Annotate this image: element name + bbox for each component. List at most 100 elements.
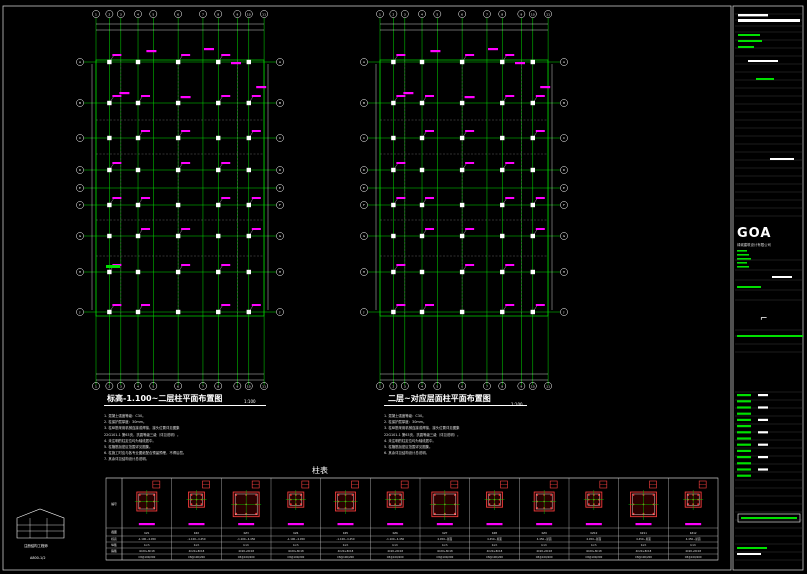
column-rebar-4-0-0 bbox=[337, 494, 340, 496]
left-grid-letter-left-8: H bbox=[79, 270, 81, 274]
left-leader-20 bbox=[109, 198, 114, 206]
column-rebar-8-2-2 bbox=[550, 507, 553, 509]
left-column-tag-6 bbox=[141, 95, 151, 97]
tb-green-field-6 bbox=[737, 254, 749, 256]
right-grid-letter-left-2: B bbox=[363, 101, 365, 105]
right-grid-letter-left-3: C bbox=[363, 136, 365, 140]
right-grid-num-bottom-9: 9 bbox=[520, 384, 522, 388]
left-grid-letter-right-9: J bbox=[279, 310, 281, 314]
right-column-4 bbox=[530, 59, 535, 65]
left-leader-33 bbox=[218, 265, 223, 273]
left-column-tag-17 bbox=[181, 162, 191, 164]
right-note-3: 3. 柱纵筋采用机械连接或焊接，接头位置详见图集 bbox=[384, 426, 460, 431]
left-column-tag-39 bbox=[251, 304, 261, 306]
right-grid-bubble-left-2 bbox=[360, 99, 368, 107]
right-column-tag-36 bbox=[425, 304, 435, 306]
left-grid-letter-right-8: H bbox=[279, 270, 281, 274]
left-grid-bubble-right-6 bbox=[276, 201, 284, 209]
column-table-elev-0: -1.100~4.450 bbox=[138, 537, 156, 541]
right-note-7: 6. 其余详见结构设计总说明。 bbox=[384, 451, 429, 456]
left-leader-38 bbox=[218, 305, 223, 313]
tb-white-row-field-10 bbox=[758, 456, 768, 459]
column-table-stirrup-11: C8@100/200 bbox=[685, 555, 702, 559]
column-table-size-4: b×h bbox=[343, 543, 349, 547]
left-grid-bubble-top-9 bbox=[233, 10, 242, 18]
column-table-elev-3: -1.100~4.450 bbox=[287, 537, 305, 541]
column-rebar-8-0-0 bbox=[536, 494, 539, 496]
column-rebar-11-2-2 bbox=[697, 503, 700, 506]
column-rebar-9-2-2 bbox=[597, 503, 600, 506]
left-grid-num-bottom-10: 10 bbox=[247, 384, 251, 388]
left-column-tag-9 bbox=[251, 95, 261, 97]
column-rebar-1-0-2 bbox=[190, 503, 193, 506]
left-grid-bubble-top-3 bbox=[116, 10, 125, 18]
left-column-27 bbox=[175, 233, 181, 239]
column-table-frame bbox=[105, 477, 719, 561]
column-table-bars-11: 4C20+8C18 bbox=[685, 549, 701, 553]
right-grid-bubble-right-5 bbox=[560, 184, 568, 192]
right-grid-num-top-7: 7 bbox=[486, 12, 488, 16]
right-grid-num-top-8: 8 bbox=[501, 12, 503, 16]
right-note-5: 4. 未注明的柱定位均为轴线居中。 bbox=[384, 438, 436, 443]
left-grid-letter-left-9: J bbox=[79, 310, 81, 314]
column-rebar-0-2-2 bbox=[152, 507, 155, 509]
column-table-elev-6: 4.450~屋面 bbox=[437, 537, 452, 541]
left-grid-num-bottom-11: 11 bbox=[262, 384, 266, 388]
right-grid-bubble-left-9 bbox=[360, 308, 368, 316]
right-grid-bubble-top-11 bbox=[544, 10, 552, 18]
left-grid-num-bottom-1: 1 bbox=[95, 384, 97, 388]
column-table-stirrup-9: C8@100/200 bbox=[585, 555, 602, 559]
right-column-tag-23 bbox=[505, 197, 515, 199]
left-column-3 bbox=[216, 59, 221, 65]
left-note-4: 22G101-1 第63页，抗震等级三级（详见说明）。 bbox=[104, 432, 181, 437]
right-grid-bubble-right-1 bbox=[560, 58, 568, 66]
left-grid-bubble-right-4 bbox=[276, 166, 284, 174]
left-grid-bubble-bottom-7 bbox=[199, 382, 207, 390]
right-grid-bubble-right-2 bbox=[560, 99, 568, 107]
left-column-tag-20 bbox=[112, 197, 122, 199]
tb-white-field-5 bbox=[772, 276, 792, 278]
left-grid-bubble-top-7 bbox=[199, 10, 207, 18]
column-rebar-6-2-2 bbox=[453, 512, 456, 515]
column-rebar-5-2-0 bbox=[399, 494, 402, 496]
left-column-tag-33 bbox=[221, 264, 231, 266]
column-rebar-0-0-0 bbox=[138, 494, 141, 496]
left-column-17 bbox=[175, 167, 181, 173]
left-grid-bubble-top-1 bbox=[92, 10, 100, 18]
right-grid-num-bottom-5: 5 bbox=[436, 384, 438, 388]
right-grid-bubble-bottom-2 bbox=[389, 382, 398, 390]
left-grid-letter-right-2: B bbox=[279, 101, 281, 105]
left-grid-num-top-2: 2 bbox=[108, 12, 110, 16]
right-column-25 bbox=[391, 233, 396, 239]
left-column-tag-0 bbox=[112, 54, 122, 56]
column-table-bars-8: 4C20+8C18 bbox=[536, 549, 552, 553]
right-grid-bubble-bottom-1 bbox=[376, 382, 384, 390]
left-note-6: 5. 柱箍筋加密区范围详见图集。 bbox=[104, 445, 153, 450]
right-grid-letter-left-6: F bbox=[363, 203, 365, 207]
left-grid-bubble-left-9 bbox=[76, 308, 84, 316]
column-table-idbar-5 bbox=[387, 523, 404, 526]
right-grid-letter-left-7: G bbox=[363, 234, 366, 238]
left-column-tag-18 bbox=[221, 162, 231, 164]
left-leader-36 bbox=[137, 305, 143, 313]
right-grid-bubble-left-3 bbox=[360, 134, 368, 142]
right-leader-30 bbox=[393, 265, 398, 273]
right-grid-num-bottom-7: 7 bbox=[486, 384, 488, 388]
column-table-size-10: b×h bbox=[641, 543, 647, 547]
left-column-0 bbox=[107, 59, 112, 65]
right-column-tag-21 bbox=[425, 197, 435, 199]
tb-white-row-field-12 bbox=[758, 468, 768, 471]
right-leader-21 bbox=[421, 198, 427, 206]
right-leader-26 bbox=[421, 229, 427, 237]
right-grid-bubble-top-8 bbox=[498, 10, 507, 18]
left-leader-32 bbox=[178, 265, 183, 273]
column-table-id-4: KZ5 bbox=[343, 531, 348, 535]
right-column-1 bbox=[419, 59, 425, 65]
tb-white-field-6 bbox=[737, 553, 761, 555]
left-column-5 bbox=[107, 100, 112, 106]
left-column-7 bbox=[175, 100, 181, 106]
right-column-37 bbox=[459, 309, 465, 315]
right-grid-letter-left-1: A bbox=[363, 60, 366, 64]
